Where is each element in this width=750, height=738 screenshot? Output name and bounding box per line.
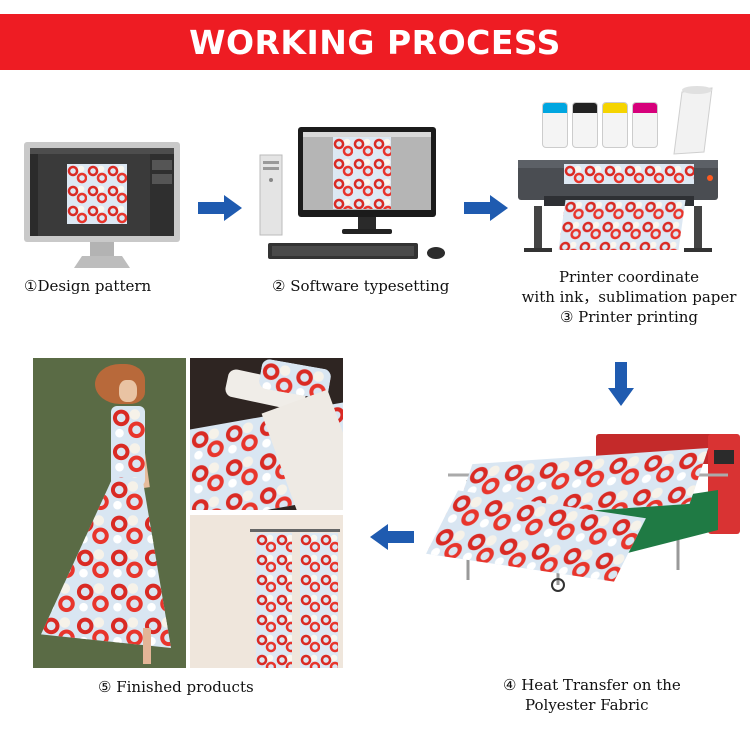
model-face <box>119 380 137 402</box>
dress-skirt <box>41 478 171 648</box>
curtain-left <box>256 533 292 668</box>
computer-icon <box>259 127 445 259</box>
step5-caption: ⑤ Finished products <box>98 678 254 696</box>
paper-roll-icon <box>673 86 713 155</box>
step3-line2: with ink，sublimation paper <box>521 288 737 306</box>
step1-caption: ①Design pattern <box>24 277 152 295</box>
step4-line2: Polyester Fabric <box>525 696 649 714</box>
typesetting-pattern-preview <box>333 137 391 209</box>
sublimation-printer <box>514 150 724 258</box>
step4-caption: ④ Heat Transfer on the Polyester Fabric <box>503 675 681 715</box>
heat-transfer-machine <box>426 420 743 595</box>
ink-bottle-y <box>602 102 628 148</box>
arrow-right-icon <box>198 195 242 221</box>
curtains-photo <box>190 515 343 668</box>
printer-top-paper <box>564 164 694 184</box>
dress-photo <box>33 358 186 668</box>
step4-line1: ④ Heat Transfer on the <box>503 676 681 694</box>
curtain-rod <box>250 529 340 532</box>
title-banner: WORKING PROCESS <box>0 14 750 70</box>
ink-bottles <box>538 98 668 150</box>
banner-title: WORKING PROCESS <box>189 22 561 62</box>
design-monitor <box>22 140 182 270</box>
arrow-right-icon <box>464 195 508 221</box>
ink-bottle-m <box>632 102 658 148</box>
step3-caption: Printer coordinate with ink，sublimation … <box>514 267 744 327</box>
arrow-down-icon <box>608 362 634 406</box>
ink-bottle-k <box>572 102 598 148</box>
step3-line3: ③ Printer printing <box>559 308 699 326</box>
dress-bodice <box>111 406 145 486</box>
typesetting-computer <box>258 125 458 270</box>
ink-bottle-c <box>542 102 568 148</box>
step3-line1: Printer coordinate <box>558 268 700 286</box>
bedding-photo <box>190 358 343 510</box>
design-pattern-preview <box>67 164 127 224</box>
arrow-left-icon <box>370 524 414 550</box>
step2-caption: ② Software typesetting <box>272 277 450 295</box>
model-legs <box>143 628 151 664</box>
printed-paper <box>558 200 686 250</box>
curtain-right <box>300 533 338 668</box>
